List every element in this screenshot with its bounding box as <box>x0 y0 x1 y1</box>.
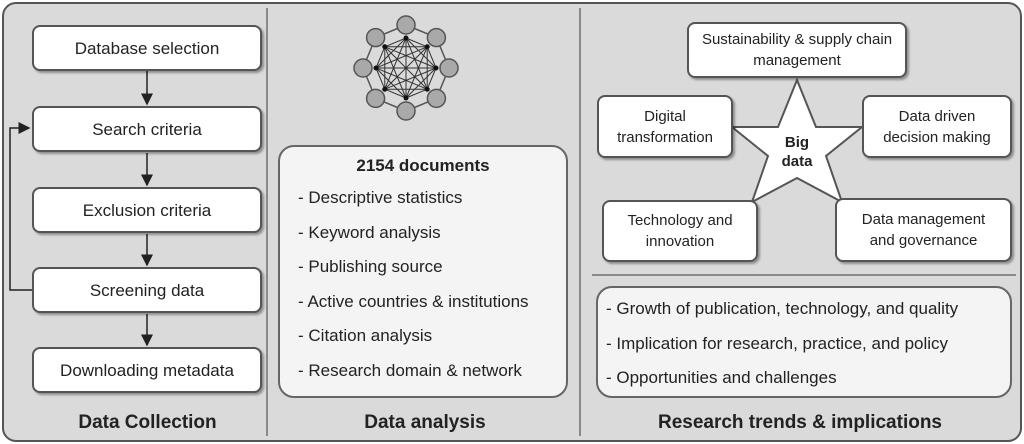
network-edge <box>384 46 437 69</box>
network-edge <box>375 67 407 99</box>
section-title-research-trends: Research trends & implications <box>657 412 943 433</box>
network-node <box>365 27 386 48</box>
network-edge <box>426 46 437 69</box>
theme-digital-transformation: Digital transformation <box>597 95 733 158</box>
big-data-label: Big data <box>772 133 822 171</box>
network-junction <box>382 86 388 92</box>
network-node <box>365 88 386 109</box>
network-node <box>426 27 447 48</box>
analysis-item: - Descriptive statistics <box>298 188 463 207</box>
theme-technology: Technology and innovation <box>602 200 758 262</box>
network-node <box>353 58 373 78</box>
network-junction <box>403 95 409 101</box>
network-edge <box>384 46 428 90</box>
network-edge <box>375 46 386 69</box>
divider <box>266 8 268 436</box>
big-data-line: data <box>781 153 813 170</box>
divider <box>592 274 1016 276</box>
network-edge <box>375 67 386 90</box>
documents-count: 2154 documents <box>356 156 490 175</box>
step-downloading-metadata: Downloading metadata <box>32 347 262 393</box>
network-edge <box>426 67 437 90</box>
network-junction <box>403 35 409 41</box>
network-junction <box>424 86 430 92</box>
network-icon <box>353 15 459 121</box>
implication-item: - Implication for research, practice, an… <box>606 333 949 353</box>
network-junction <box>373 65 379 71</box>
implication-item: - Growth of publication, technology, and… <box>606 299 959 318</box>
implication-item: - Opportunities and challenges <box>606 368 837 387</box>
analysis-item: - Active countries & institutions <box>298 291 529 311</box>
analysis-item: - Research domain & network <box>298 360 522 380</box>
big-data-star <box>729 77 865 205</box>
network-edge <box>384 37 407 48</box>
analysis-item: - Publishing source <box>298 257 443 276</box>
step-exclusion-criteria: Exclusion criteria <box>32 187 262 233</box>
network-node <box>439 58 459 78</box>
theme-data-driven: Data driven decision making <box>862 95 1012 158</box>
analysis-item: - Citation analysis <box>298 326 433 345</box>
theme-sustainability: Sustainability & supply chain management <box>687 22 907 78</box>
network-node <box>396 15 416 35</box>
network-edge <box>405 88 428 99</box>
implications-list: - Growth of publication, technology, and… <box>596 286 1012 398</box>
network-node <box>396 101 416 121</box>
step-search-criteria: Search criteria <box>32 106 262 152</box>
step-database-selection: Database selection <box>32 25 262 71</box>
network-edge <box>405 37 428 48</box>
section-title-data-collection: Data Collection <box>78 412 217 433</box>
network-edge <box>384 88 407 99</box>
analysis-item: - Keyword analysis <box>298 222 441 242</box>
network-node <box>426 88 447 109</box>
section-title-data-analysis: Data analysis <box>364 412 486 433</box>
theme-data-management: Data management and governance <box>835 198 1012 262</box>
network-junction <box>424 44 430 50</box>
big-data-line: Big <box>784 134 810 151</box>
divider <box>579 8 581 436</box>
step-screening-data: Screening data <box>32 267 262 313</box>
feedback-arrow <box>9 122 32 291</box>
network-edge <box>384 46 407 99</box>
analysis-list: 2154 documents - Descriptive statistics … <box>278 145 568 398</box>
network-junction <box>433 65 439 71</box>
network-junction <box>382 44 388 50</box>
